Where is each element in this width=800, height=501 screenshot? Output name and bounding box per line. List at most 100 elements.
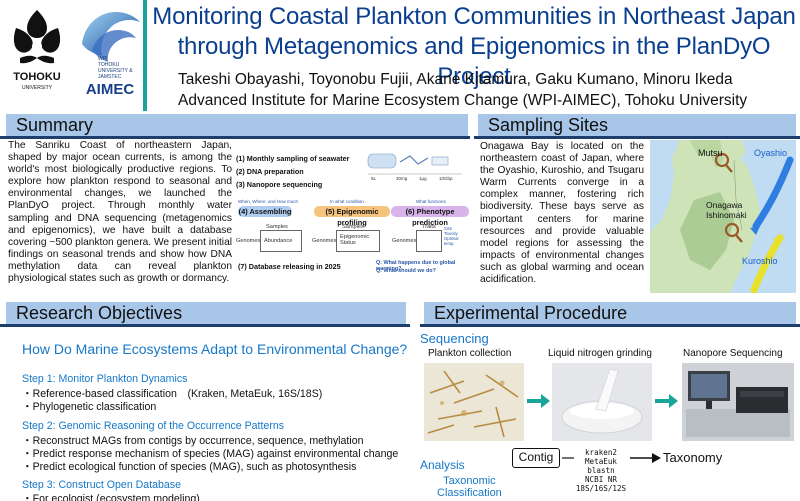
aimec-logo-small-4: JAMSTEC bbox=[98, 74, 122, 80]
assembling-pill: (4) Assembling bbox=[238, 206, 292, 217]
research-question: How Do Marine Ecosystems Adapt to Enviro… bbox=[22, 341, 408, 357]
sample-flow-icons bbox=[367, 153, 462, 175]
genomes-label-2: Genomes bbox=[312, 238, 337, 244]
map-label-oyashio: Oyashio bbox=[754, 148, 788, 158]
summary-text: The Sanriku Coast of northeastern Japan,… bbox=[8, 140, 232, 285]
research-step-2-item: ・Predict ecological function of species … bbox=[22, 461, 357, 473]
taxonomic-classification-label: Taxonomic Classification bbox=[437, 475, 502, 499]
poster-header: TOHOKU UNIVERSITY WPI TOHOKU UNIVERSITY … bbox=[0, 0, 800, 113]
arrow-right-icon bbox=[655, 394, 678, 408]
title-line-2: through Metagenomics and Epigenomics in … bbox=[177, 33, 771, 90]
authors: Takeshi Obayashi, Toyonobu Fujii, Akane … bbox=[178, 71, 733, 88]
question-what-to-do: Q: What should we do? bbox=[376, 268, 436, 274]
nanopore-sequencer-photo bbox=[682, 363, 794, 441]
map-label-kuroshio: Kuroshio bbox=[742, 256, 778, 266]
title-line-1: Monitoring Coastal Plankton Communities … bbox=[152, 3, 796, 30]
sequencing-label: Sequencing bbox=[420, 331, 489, 346]
map-label-ishinomaki: Ishinomaki bbox=[706, 210, 747, 220]
mutsu-site-marker bbox=[714, 152, 730, 168]
experimental-procedure-heading: Experimental Procedure bbox=[424, 302, 796, 324]
volume-3: 1μg bbox=[419, 176, 427, 181]
affiliation: Advanced Institute for Marine Ecosystem … bbox=[178, 92, 748, 109]
photo-label-plankton-collection: Plankton collection bbox=[428, 348, 512, 359]
workflow-step-2: (2) DNA preparation bbox=[236, 167, 304, 176]
question-when-where: When, Where, and How much bbox=[238, 199, 299, 204]
genomes-label-3: Genomes bbox=[392, 238, 417, 244]
trait-list: Size Toxicity Optimal temp. bbox=[444, 226, 470, 246]
map-graphic bbox=[650, 140, 794, 293]
plankton-micrograph bbox=[424, 363, 524, 441]
abundance-table bbox=[260, 230, 302, 252]
workflow-step-7: (7) Database releasing in 2025 bbox=[238, 262, 341, 271]
aimec-logo-small-3: UNIVERSITY & bbox=[98, 68, 133, 74]
phenotype-prediction-pill: (6) Phenotype prediction bbox=[391, 206, 469, 227]
question-condition: In what condition bbox=[330, 199, 364, 204]
taxonomic-label: Taxonomic bbox=[443, 475, 496, 487]
sampling-divider bbox=[474, 136, 800, 139]
arrow-right-icon bbox=[527, 394, 550, 408]
summary-heading: Summary bbox=[6, 114, 468, 136]
research-objectives-heading: Research Objectives bbox=[6, 302, 406, 324]
aimec-logo: WPI TOHOKU UNIVERSITY & JAMSTEC AIMEC bbox=[82, 12, 140, 98]
header-divider bbox=[143, 0, 147, 111]
arrow-right-icon bbox=[562, 457, 574, 459]
experimental-divider bbox=[420, 324, 800, 327]
map-label-onagawa: Onagawa bbox=[706, 200, 743, 210]
classification-tools-list: kraken2 MetaEuk blastn NCBI NR 18S/16S/1… bbox=[575, 448, 627, 493]
tohoku-logo-text: TOHOKU bbox=[13, 71, 61, 83]
trait-toxicity: Toxicity bbox=[444, 231, 458, 236]
volume-1: 5L bbox=[371, 176, 377, 181]
volume-2: 30mg bbox=[396, 176, 408, 181]
aimec-logo-small-1: WPI bbox=[98, 56, 107, 62]
traits-label: Traits bbox=[422, 224, 436, 230]
research-step-1-item: ・Reference-based classification (Kraken,… bbox=[22, 388, 323, 400]
tohoku-university-logo: TOHOKU UNIVERSITY bbox=[13, 10, 61, 91]
epigenomic-profiling-pill: (5) Epigenomic profiling bbox=[314, 206, 390, 227]
abundance-label: Abundance bbox=[264, 238, 293, 244]
poster-title: Monitoring Coastal Plankton Communities … bbox=[150, 2, 798, 92]
epigenomic-table bbox=[336, 230, 380, 252]
tool-blastn: blastn bbox=[587, 466, 615, 475]
nanopore-sequencer-graphic bbox=[686, 371, 790, 437]
research-step-1: Step 1: Monitor Plankton Dynamics bbox=[22, 373, 188, 385]
taxonomy-output: Taxonomy bbox=[663, 450, 723, 465]
trait-optimal-temp: Optimal temp. bbox=[444, 236, 459, 246]
summary-workflow-figure: (1) Monthly sampling of seawater (2) DNA… bbox=[236, 144, 470, 294]
japan-map: Mutsu Oyashio Onagawa Ishinomaki Kuroshi… bbox=[650, 140, 796, 293]
analysis-label: Analysis bbox=[420, 458, 465, 472]
tool-kraken2: kraken2 bbox=[584, 448, 617, 457]
tool-rrna: 18S/16S/12S bbox=[575, 484, 627, 493]
arrow-right-icon bbox=[630, 453, 661, 463]
genomes-label-1: Genomes bbox=[236, 238, 261, 244]
volume-4: 10Gbp bbox=[439, 176, 453, 181]
tool-ncbi-nr: NCBI NR bbox=[584, 475, 617, 484]
aimec-logo-small-2: TOHOKU bbox=[98, 62, 120, 68]
samples-label-2: Samples bbox=[342, 224, 364, 230]
tohoku-logo-subtext: UNIVERSITY bbox=[22, 85, 53, 91]
samples-label-1: Samples bbox=[266, 224, 288, 230]
aimec-logo-text: AIMEC bbox=[86, 81, 135, 98]
sampling-sites-heading: Sampling Sites bbox=[478, 114, 796, 136]
research-step-1-item: ・Phylogenetic classification bbox=[22, 401, 157, 413]
onagawa-site-marker bbox=[724, 222, 740, 238]
research-divider bbox=[0, 324, 410, 327]
summary-divider bbox=[0, 136, 470, 139]
plankton-micrograph-graphic bbox=[427, 370, 519, 438]
photo-label-nanopore: Nanopore Sequencing bbox=[683, 348, 783, 359]
research-step-2: Step 2: Genomic Reasoning of the Occurre… bbox=[22, 420, 285, 432]
tool-metaeuk: MetaEuk bbox=[584, 457, 617, 466]
question-global-warming: Q: What happens due to global warming? bbox=[376, 260, 456, 272]
research-step-2-item: ・Reconstruct MAGs from contigs by occurr… bbox=[22, 435, 364, 447]
contig-box: Contig bbox=[512, 448, 560, 468]
research-step-3-item: ・For ecologist (ecosystem modeling) bbox=[22, 493, 200, 501]
photo-label-liquid-nitrogen: Liquid nitrogen grinding bbox=[548, 348, 652, 359]
workflow-step-3: (3) Nanopore sequencing bbox=[236, 180, 323, 189]
workflow-step-1: (1) Monthly sampling of seawater bbox=[236, 154, 350, 163]
traits-table bbox=[416, 230, 442, 252]
map-label-mutsu: Mutsu bbox=[698, 148, 723, 158]
oyashio-current-arrow bbox=[752, 156, 794, 230]
classification-label: Classification bbox=[437, 487, 502, 499]
kuroshio-current-arrow bbox=[750, 234, 784, 293]
mortar-pestle-graphic bbox=[561, 368, 643, 434]
epigenomic-status-label: Epigenomic Status bbox=[340, 234, 370, 246]
